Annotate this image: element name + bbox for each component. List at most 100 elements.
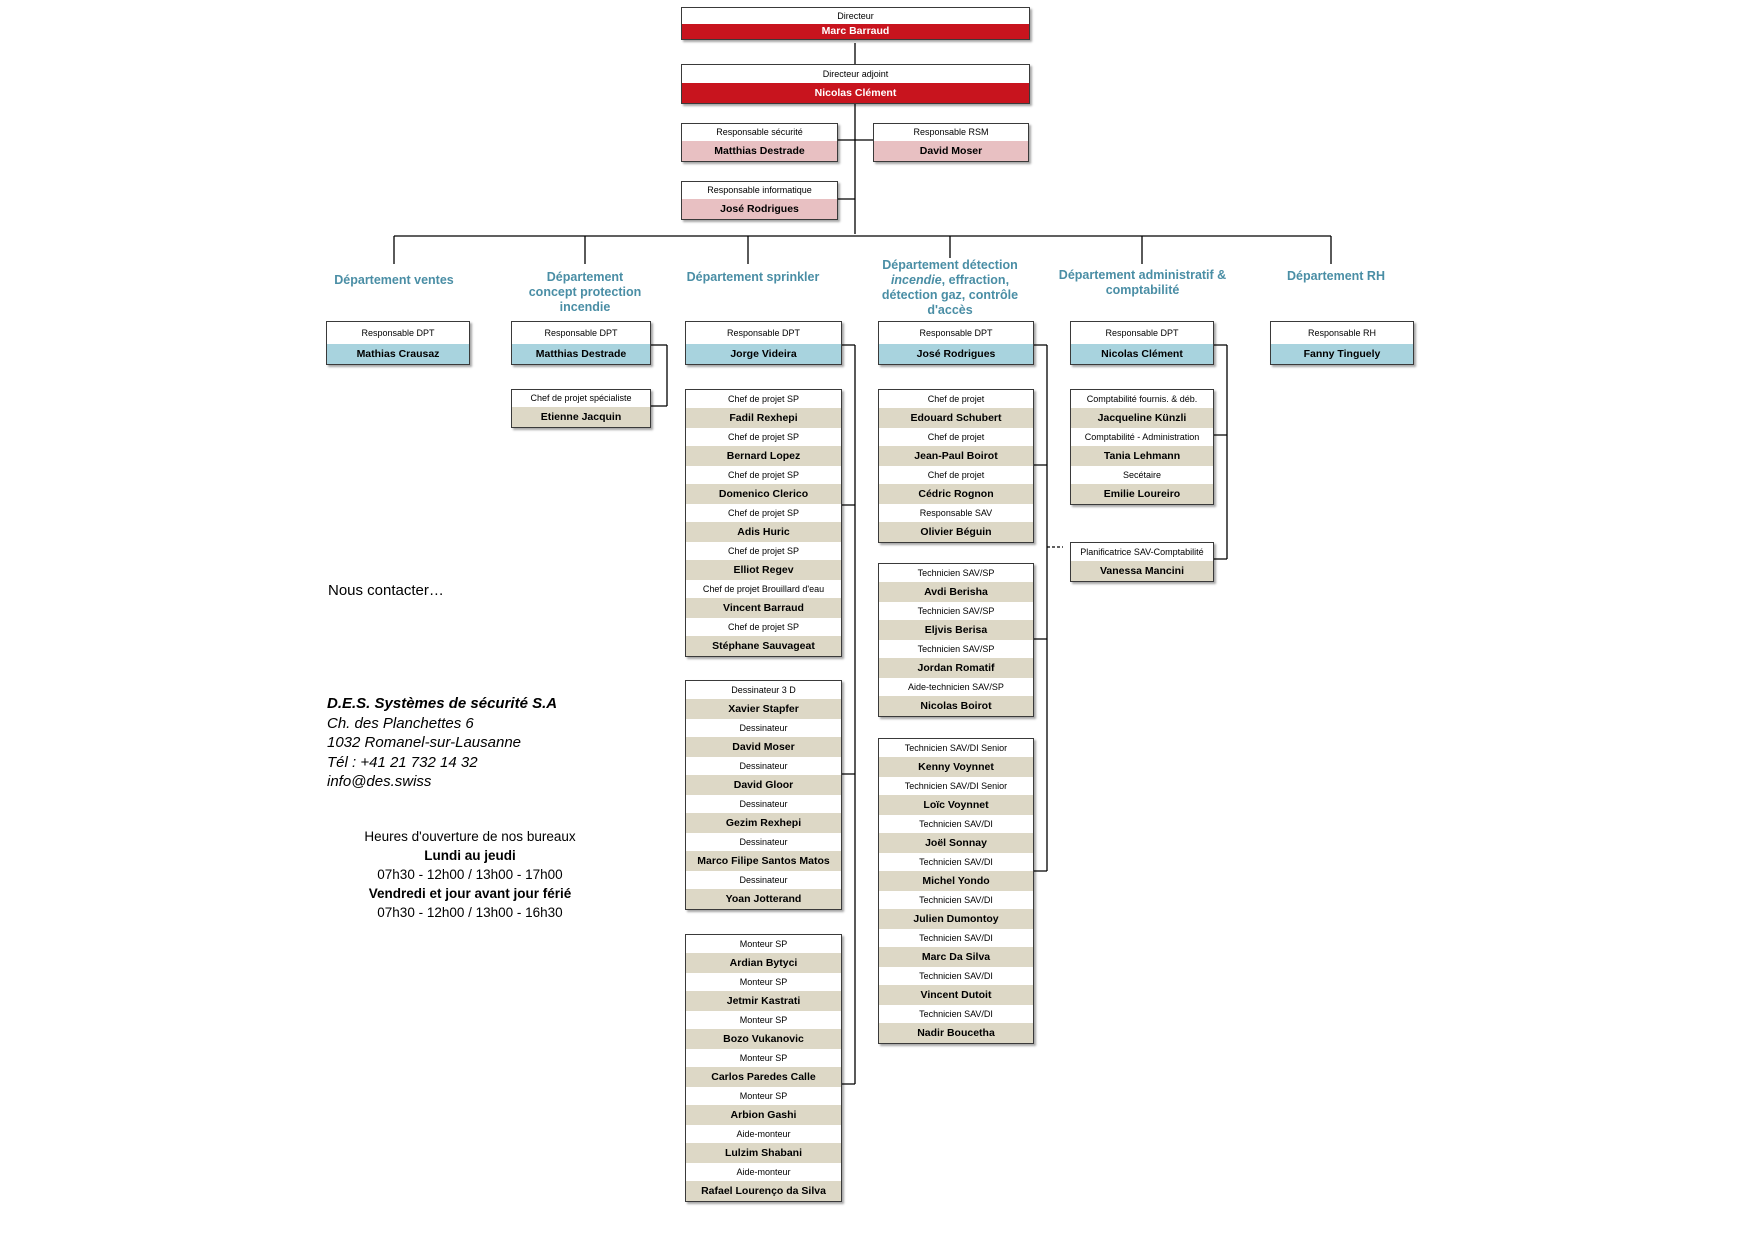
staff-name: Eljvis Berisa <box>879 620 1033 640</box>
concept-specialist-box: Chef de projet spécialiste Etienne Jacqu… <box>511 389 651 428</box>
days-mon-thu: Lundi au jeudi <box>424 848 516 863</box>
ventes-head-name: Mathias Crausaz <box>327 344 469 364</box>
street: Ch. des Planchettes 6 <box>327 714 474 732</box>
staff-role: Dessinateur <box>739 837 788 847</box>
contact-address: D.E.S. Systèmes de sécurité S.A Ch. des … <box>327 694 557 792</box>
staff-name: David Gloor <box>686 775 841 795</box>
staff-role: Comptabilité fournis. & déb. <box>1086 394 1198 404</box>
staff-role: Technicien SAV/DI <box>919 895 993 905</box>
staff-name: Fadil Rexhepi <box>686 408 841 428</box>
staff-name: Edouard Schubert <box>879 408 1033 428</box>
hours-mon-thu: 07h30 - 12h00 / 13h00 - 17h00 <box>377 867 563 882</box>
staff-role: Aide-technicien SAV/SP <box>908 682 1004 692</box>
staff-role: Chef de projet SP <box>727 470 800 480</box>
staff-name: Bernard Lopez <box>686 446 841 466</box>
staff-role: Chef de projet SP <box>727 508 800 518</box>
deputy-box: Directeur adjoint Nicolas Clément <box>681 64 1030 104</box>
staff-name: Emilie Loureiro <box>1071 484 1213 504</box>
staff-role: Dessinateur <box>739 761 788 771</box>
dept-title-concept-line: concept protection <box>528 285 642 299</box>
sprinkler-head-name: Jorge Videira <box>686 344 841 364</box>
deputy-name: Nicolas Clément <box>682 83 1029 103</box>
staff-name: Julien Dumontoy <box>879 909 1033 929</box>
staff-name: Vincent Barraud <box>686 598 841 618</box>
staff-name: Vanessa Mancini <box>1071 561 1213 581</box>
staff-name: Loïc Voynnet <box>879 795 1033 815</box>
rh-head-box: Responsable RH Fanny Tinguely <box>1270 321 1414 365</box>
detection-head-role: Responsable DPT <box>919 328 993 338</box>
dept-title-detection-line: d'accès <box>927 303 973 317</box>
dept-title-rh: Département RH <box>1287 269 1385 283</box>
director-role: Directeur <box>837 11 874 21</box>
detection-head-name: José Rodrigues <box>879 344 1033 364</box>
staff-name: Kenny Voynnet <box>879 757 1033 777</box>
staff-role: Secétaire <box>1122 470 1162 480</box>
staff-name: Lulzim Shabani <box>686 1143 841 1163</box>
staff-name: Tania Lehmann <box>1071 446 1213 466</box>
dept-title-admin-line: Département administratif & <box>1058 268 1227 282</box>
staff-name: Carlos Paredes Calle <box>686 1067 841 1087</box>
rsm-role: Responsable RSM <box>913 127 989 137</box>
staff-role: Chef de projet SP <box>727 622 800 632</box>
staff-role: Technicien SAV/DI <box>919 971 993 981</box>
hours-title: Heures d'ouverture de nos bureaux <box>364 829 576 844</box>
staff-role: Monteur SP <box>739 1091 788 1101</box>
staff-role: Dessinateur <box>739 799 788 809</box>
staff-name: Domenico Clerico <box>686 484 841 504</box>
staff-role: Aide-monteur <box>736 1129 791 1139</box>
staff-name: Cédric Rognon <box>879 484 1033 504</box>
staff-role: Planificatrice SAV-Comptabilité <box>1080 547 1204 557</box>
sprinkler-fitters: Monteur SP Ardian Bytyci Monteur SP Jetm… <box>685 934 842 1202</box>
staff-role: Responsable SAV <box>919 508 993 518</box>
concept-head-role: Responsable DPT <box>544 328 618 338</box>
staff-role: Technicien SAV/DI <box>919 1009 993 1019</box>
staff-name: Avdi Berisha <box>879 582 1033 602</box>
it-name: José Rodrigues <box>682 199 837 219</box>
admin-head-role: Responsable DPT <box>1105 328 1179 338</box>
email-link[interactable]: info@des.swiss <box>327 773 432 790</box>
staff-role: Chef de projet SP <box>727 394 800 404</box>
detection-project-managers: Chef de projet Edouard Schubert Chef de … <box>878 389 1034 543</box>
staff-name: Elliot Regev <box>686 560 841 580</box>
detection-sp-technicians: Technicien SAV/SP Avdi Berisha Technicie… <box>878 563 1034 717</box>
staff-name: Ardian Bytyci <box>686 953 841 973</box>
concept-head-box: Responsable DPT Matthias Destrade <box>511 321 651 365</box>
staff-name: Yoan Jotterand <box>686 889 841 909</box>
concept-head-name: Matthias Destrade <box>512 344 650 364</box>
staff-role: Chef de projet SP <box>727 546 800 556</box>
security-box: Responsable sécurité Matthias Destrade <box>681 123 838 162</box>
contact-heading: Nous contacter… <box>328 582 444 599</box>
staff-name: Stéphane Sauvageat <box>686 636 841 656</box>
staff-role: Technicien SAV/DI Senior <box>904 781 1008 791</box>
dept-title-detection-line: incendie, effraction, <box>865 273 1035 288</box>
ventes-head-box: Responsable DPT Mathias Crausaz <box>326 321 470 365</box>
company-name: D.E.S. Systèmes de sécurité S.A <box>327 695 558 712</box>
dept-title-ventes: Département ventes <box>334 273 454 287</box>
rsm-box: Responsable RSM David Moser <box>873 123 1029 162</box>
director-box: Directeur Marc Barraud <box>681 7 1030 40</box>
detection-head-box: Responsable DPT José Rodrigues <box>878 321 1034 365</box>
concept-specialist-name: Etienne Jacquin <box>512 407 650 427</box>
admin-head-name: Nicolas Clément <box>1071 344 1213 364</box>
staff-name: Olivier Béguin <box>879 522 1033 542</box>
staff-role: Comptabilité - Administration <box>1084 432 1200 442</box>
staff-role: Technicien SAV/DI <box>919 819 993 829</box>
staff-role: Dessinateur <box>739 723 788 733</box>
staff-role: Dessinateur 3 D <box>731 685 796 695</box>
staff-name: Nadir Boucetha <box>879 1023 1033 1043</box>
dept-title-sprinkler: Département sprinkler <box>686 270 820 284</box>
staff-name: Jordan Romatif <box>879 658 1033 678</box>
dept-title-detection-rest: , effraction, <box>941 273 1010 287</box>
days-friday: Vendredi et jour avant jour férié <box>368 886 572 901</box>
staff-role: Chef de projet <box>927 432 985 442</box>
staff-role: Chef de projet <box>927 470 985 480</box>
staff-role: Technicien SAV/SP <box>917 606 995 616</box>
staff-name: Adis Huric <box>686 522 841 542</box>
it-box: Responsable informatique José Rodrigues <box>681 181 838 220</box>
rsm-name: David Moser <box>874 141 1028 161</box>
staff-name: Michel Yondo <box>879 871 1033 891</box>
admin-accounting: Comptabilité fournis. & déb. Jacqueline … <box>1070 389 1214 505</box>
staff-name: Joël Sonnay <box>879 833 1033 853</box>
rh-head-role: Responsable RH <box>1307 328 1377 338</box>
dept-title-detection-italic: incendie <box>890 273 942 287</box>
